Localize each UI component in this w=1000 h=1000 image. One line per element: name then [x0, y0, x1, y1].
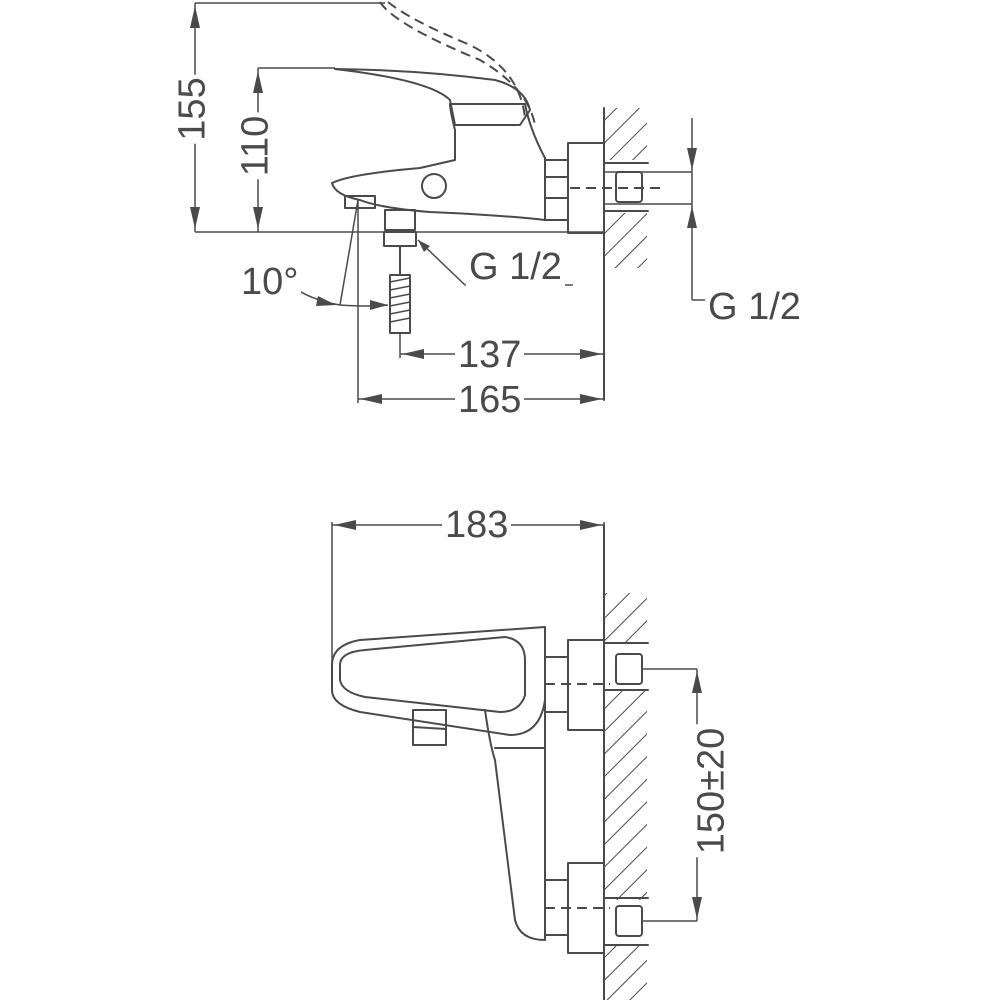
dim-width: 183 — [442, 506, 512, 544]
lever-handle-front — [331, 626, 546, 736]
dim-outlet-thread: G 1/2 — [466, 248, 565, 286]
dim-projection: 165 — [455, 381, 525, 419]
side-view — [190, 1, 705, 404]
dim-angle: 10° — [238, 263, 302, 301]
mixer-body-front — [484, 709, 546, 941]
dim-inlet-thread: G 1/2 — [705, 288, 804, 326]
inlet-pipe-upper-icon — [615, 653, 643, 685]
dim-spout-height: 110 — [234, 112, 276, 180]
inlet-pipe-lower-icon — [615, 905, 643, 937]
dim-outlet-to-wall: 137 — [455, 336, 525, 374]
diverter-knob-icon — [421, 173, 447, 199]
mixer-body — [331, 103, 546, 221]
wall-hatch-bottom — [605, 213, 647, 268]
dim-inlet-spacing: 150±20 — [690, 724, 732, 858]
dim-total-height: 155 — [172, 74, 214, 144]
wall-hatch-top — [605, 108, 647, 160]
lever-handle — [334, 68, 531, 126]
front-view — [331, 520, 702, 1000]
handle-raised-outline — [379, 1, 536, 126]
